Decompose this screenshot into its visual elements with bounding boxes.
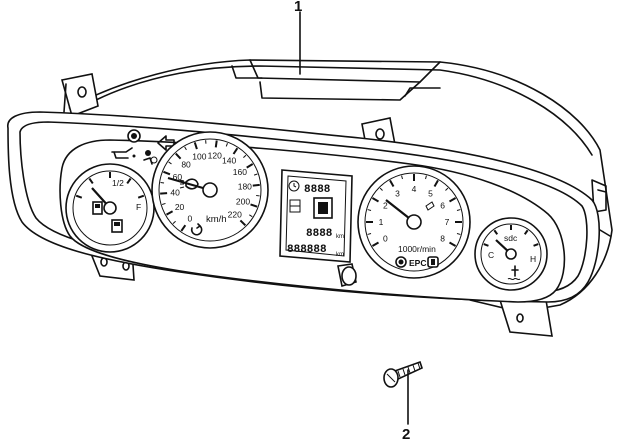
fuel-gauge: 1/2 F [66, 164, 154, 252]
trip-reset-knob [338, 264, 356, 286]
fuel-gauge-hub [104, 202, 116, 214]
speedometer-scale-label: 120 [208, 150, 222, 160]
speedometer-scale-label: 220 [228, 210, 242, 220]
epc-label: EPC [409, 258, 426, 268]
temperature-gauge: sdc C H [475, 218, 547, 290]
speedometer-major-tick [216, 140, 217, 147]
speedometer-scale-label: 0 [188, 214, 193, 224]
speedometer-unit: km/h [206, 214, 227, 225]
abs-warning-icon [128, 130, 140, 142]
display-trip-unit: km [336, 234, 344, 240]
battery-charge-icon [428, 257, 438, 267]
gear-indicator-icon [314, 198, 332, 218]
speedometer-scale-label: 200 [236, 197, 250, 207]
speedometer-scale-label: 180 [238, 181, 252, 191]
fuel-reserve-icon [112, 220, 122, 232]
display-top-digits: 8888 [304, 184, 331, 196]
callout-2-label: 2 [402, 426, 410, 442]
speedometer-scale-label: 40 [170, 187, 180, 197]
speedometer-scale-label: 140 [222, 156, 236, 166]
mounting-screw [384, 362, 422, 387]
speedometer-scale-label: 100 [192, 152, 206, 162]
fuel-half-label: 1/2 [112, 178, 124, 188]
display-odo-unit: km [336, 252, 344, 258]
mount-bracket-bottom-right [500, 300, 552, 336]
display-trip-digits: 8888 [306, 228, 333, 240]
tachometer-hub [407, 215, 421, 229]
fuel-pump-icon [93, 202, 102, 214]
center-display: 8888 8888 km 888888 km [280, 170, 352, 262]
temp-hot-label: H [530, 254, 536, 264]
speedometer-hub [203, 183, 217, 197]
tachometer-unit: 1000r/min [398, 244, 436, 254]
callout-1-label: 1 [294, 0, 302, 15]
temp-brand-label: sdc [504, 233, 518, 243]
speedometer-major-tick [253, 185, 260, 186]
tachometer-scale-label: 3 [395, 188, 400, 198]
fuel-full-label: F [136, 202, 141, 212]
speedometer-scale-label: 80 [181, 159, 191, 169]
tachometer-scale-label: 7 [445, 217, 450, 227]
tachometer-scale-label: 6 [440, 200, 445, 210]
temp-gauge-hub [506, 249, 516, 259]
speedometer-minor-tick [161, 182, 164, 183]
temp-cold-label: C [488, 250, 494, 260]
tachometer-scale-label: 8 [440, 233, 445, 243]
display-odo-digits: 888888 [287, 244, 327, 256]
speedometer-scale-label: 160 [233, 167, 247, 177]
tachometer-scale-label: 0 [383, 233, 388, 243]
speedometer-scale-label: 20 [175, 202, 185, 212]
tachometer-scale-label: 1 [379, 217, 384, 227]
brake-warning-icon [396, 257, 406, 267]
tachometer-scale-label: 5 [428, 188, 433, 198]
tachometer-scale-label: 4 [412, 184, 417, 194]
